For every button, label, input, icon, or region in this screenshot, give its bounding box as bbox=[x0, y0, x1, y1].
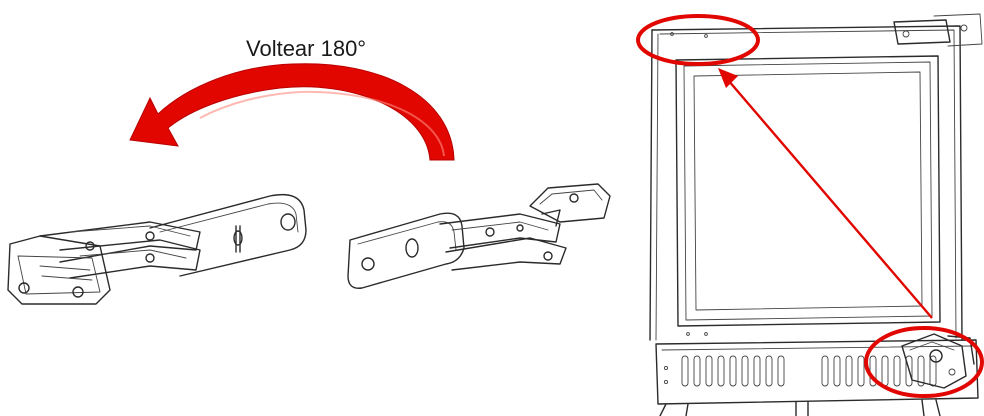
hinge-flipped bbox=[347, 183, 611, 289]
appliance-door bbox=[649, 13, 983, 416]
top-highlight-circle-icon bbox=[636, 14, 760, 66]
hinge-original bbox=[7, 193, 307, 305]
rotate-arrow-icon bbox=[129, 63, 455, 161]
move-arrow-icon bbox=[718, 68, 933, 319]
grille-slots-left bbox=[681, 355, 785, 387]
bottom-highlight-circle-icon bbox=[864, 326, 984, 398]
flip-instruction-label: Voltear 180° bbox=[246, 36, 367, 61]
